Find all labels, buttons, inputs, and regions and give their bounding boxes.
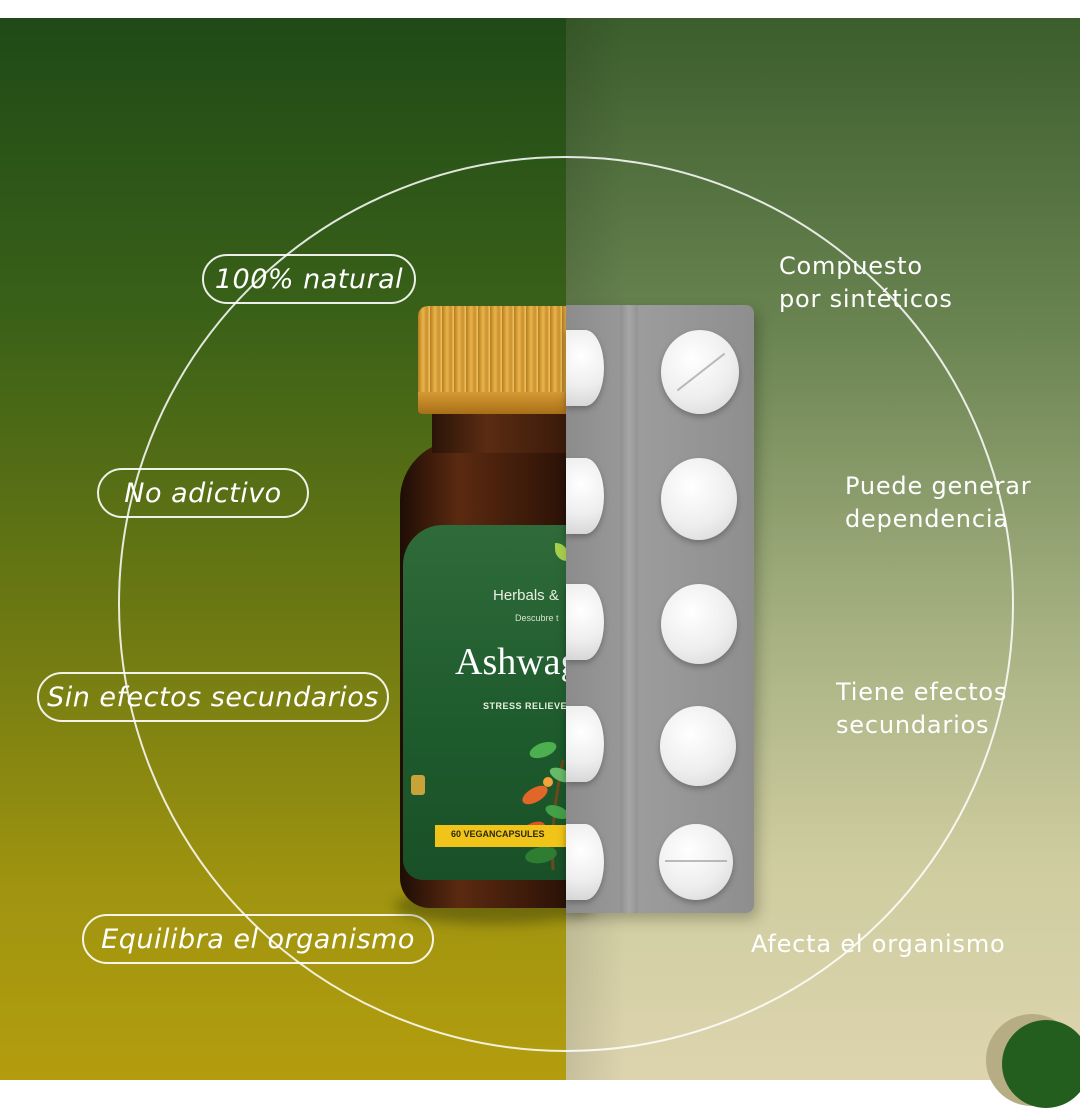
tablet xyxy=(566,706,604,782)
drawback-dependency-line1: Puede generar xyxy=(845,472,1032,500)
tablet-score-line xyxy=(676,352,726,392)
tablet xyxy=(566,584,604,660)
leaf-logo-icon xyxy=(555,543,568,561)
plant-illustration-icon xyxy=(520,741,568,870)
drawback-affects-body: Afecta el organismo xyxy=(751,928,1006,961)
label-brand: Herbals & xyxy=(493,587,559,604)
tablet xyxy=(661,584,737,664)
drawback-side-effects-line1: Tiene efectos xyxy=(836,678,1008,706)
bottle-label: Herbals & Descubre t Ashwag STRESS RELIE… xyxy=(403,525,568,880)
tablet-score-line xyxy=(665,860,727,862)
tablet xyxy=(660,706,736,786)
benefit-balances-body: Equilibra el organismo xyxy=(82,914,434,964)
drawback-side-effects: Tiene efectos secundarios xyxy=(836,676,1007,742)
label-count-band xyxy=(435,825,568,847)
benefit-natural: 100% natural xyxy=(202,254,416,304)
bottle-cap-band xyxy=(418,392,568,414)
corner-dot xyxy=(1002,1020,1080,1108)
blister-fold xyxy=(620,305,638,913)
tablet xyxy=(661,330,739,414)
tablet xyxy=(661,458,737,540)
label-tagline: Descubre t xyxy=(515,613,559,623)
drawback-synthetic: Compuesto por sintéticos xyxy=(779,250,953,316)
tablet xyxy=(659,824,733,900)
drawback-synthetic-line1: Compuesto xyxy=(779,252,923,280)
drawback-dependency: Puede generar dependencia xyxy=(845,470,1031,536)
benefit-not-addictive: No adictivo xyxy=(97,468,309,518)
drawback-dependency-line2: dependencia xyxy=(845,505,1009,533)
tablet xyxy=(566,458,604,534)
top-white-bar xyxy=(0,0,1080,18)
bottle-neck xyxy=(432,413,568,453)
drawback-affects-body-line1: Afecta el organismo xyxy=(751,930,1006,958)
benefit-no-side-effects: Sin efectos secundarios xyxy=(37,672,389,722)
drawback-side-effects-line2: secundarios xyxy=(836,711,990,739)
comparison-ring xyxy=(118,156,1014,1052)
drawback-synthetic-line2: por sintéticos xyxy=(779,285,953,313)
label-subtitle: STRESS RELIEVER & xyxy=(483,701,568,711)
label-seal-icon xyxy=(411,775,425,795)
label-capsule-count: 60 VEGANCAPSULES xyxy=(451,829,545,839)
tablet xyxy=(566,330,604,406)
tablet xyxy=(566,824,604,900)
label-product-name: Ashwag xyxy=(455,641,568,683)
